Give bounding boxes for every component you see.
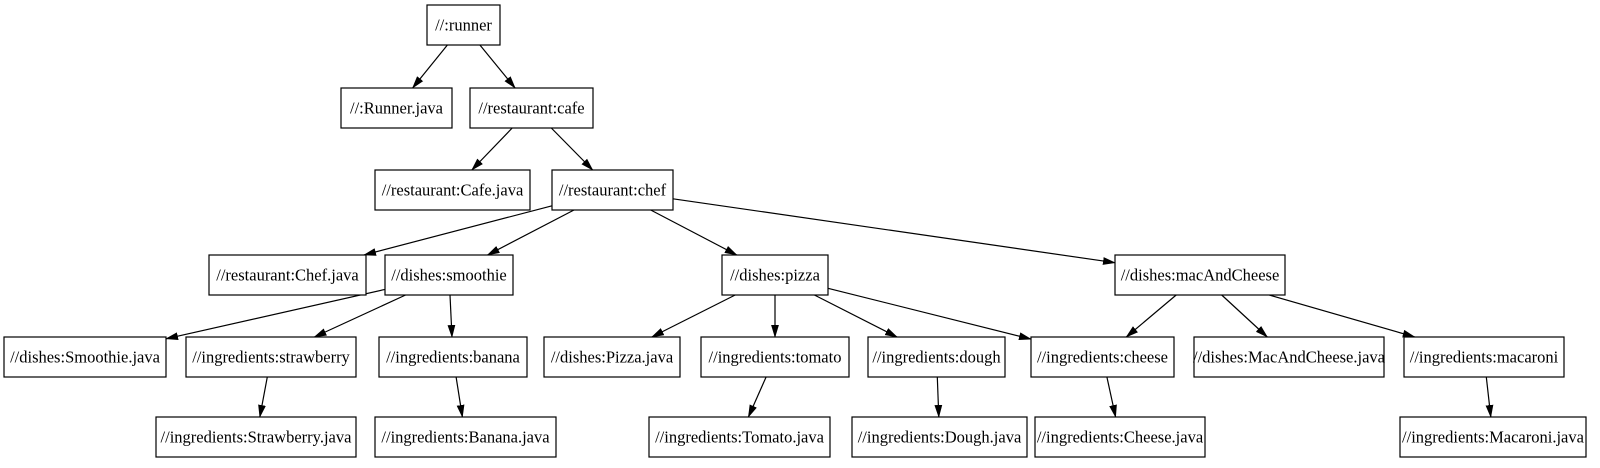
graph-node-tomato-java: //ingredients:Tomato.java: [648, 416, 831, 458]
graph-edge-smoothie-to-banana: [447, 294, 456, 338]
graph-node-label-chef: //restaurant:chef: [559, 181, 667, 200]
graph-node-box-cheese: [1030, 336, 1175, 378]
graph-node-label-cheese-java: //ingredients:Cheese.java: [1037, 428, 1204, 447]
graph-node-box-pizza-java: [543, 336, 681, 378]
graph-node-box-tomato: [700, 336, 850, 378]
graph-node-box-pizza: [721, 254, 829, 296]
graph-node-box-chef: [551, 169, 674, 211]
graph-node-label-smoothie-java: //dishes:Smoothie.java: [10, 348, 161, 367]
graph-node-label-smoothie: //dishes:smoothie: [391, 266, 507, 285]
graph-node-box-strawberry: [185, 336, 357, 378]
graph-edge-dough-to-dough-java: [934, 376, 943, 418]
graph-node-label-dough: //ingredients:dough: [872, 348, 1001, 367]
graph-node-box-cafe: [469, 87, 594, 129]
graph-node-label-cafe: //restaurant:cafe: [478, 99, 584, 118]
graph-node-runner: //:runner: [426, 4, 501, 46]
graph-edge-strawberry-to-strawberry-java: [258, 376, 268, 418]
graph-node-smoothie: //dishes:smoothie: [384, 254, 514, 296]
nodes-layer: //:runner //:Runner.java //restaurant:cafe…: [3, 4, 1587, 458]
graph-node-label-banana-java: //ingredients:Banana.java: [381, 428, 550, 447]
graph-node-box-mac-and-cheese-java: [1193, 336, 1385, 378]
graph-edge-banana-to-banana-java: [455, 376, 465, 418]
graph-node-cafe: //restaurant:cafe: [469, 87, 594, 129]
graph-node-box-strawberry-java: [155, 416, 357, 458]
graph-node-dough-java: //ingredients:Dough.java: [851, 416, 1028, 458]
graph-edge-smoothie-to-smoothie-java: [165, 288, 386, 340]
graph-node-label-cheese: //ingredients:cheese: [1037, 348, 1168, 367]
graph-node-box-cafe-java: [374, 169, 531, 211]
graph-edge-chef-to-chef-java: [363, 205, 553, 256]
graph-node-pizza-java: //dishes:Pizza.java: [543, 336, 681, 378]
graph-node-strawberry: //ingredients:strawberry: [185, 336, 357, 378]
graph-node-label-dough-java: //ingredients:Dough.java: [858, 428, 1022, 447]
graph-node-box-smoothie-java: [3, 336, 167, 378]
graph-node-label-cafe-java: //restaurant:Cafe.java: [382, 181, 524, 200]
graph-node-label-strawberry: //ingredients:strawberry: [192, 348, 350, 367]
graph-edge-mac-and-cheese-to-macaroni: [1269, 294, 1416, 338]
graph-node-box-cheese-java: [1034, 416, 1206, 458]
graph-node-mac-and-cheese-java: //dishes:MacAndCheese.java: [1193, 336, 1386, 378]
graph-node-label-tomato: //ingredients:tomato: [709, 348, 842, 367]
graph-edge-chef-to-smoothie: [486, 209, 575, 256]
graph-node-dough: //ingredients:dough: [867, 336, 1006, 378]
graph-node-box-runner-java: [340, 87, 453, 129]
graph-node-box-tomato-java: [648, 416, 831, 458]
graph-edge-pizza-to-dough: [814, 294, 898, 338]
graph-node-tomato: //ingredients:tomato: [700, 336, 850, 378]
graph-node-macaroni: //ingredients:macaroni: [1403, 336, 1565, 378]
graph-edge-smoothie-to-strawberry: [313, 294, 406, 338]
graph-node-banana-java: //ingredients:Banana.java: [374, 416, 557, 458]
graph-node-chef-java: //restaurant:Chef.java: [208, 254, 367, 296]
graph-node-pizza: //dishes:pizza: [721, 254, 829, 296]
graph-node-cafe-java: //restaurant:Cafe.java: [374, 169, 531, 211]
graph-node-runner-java: //:Runner.java: [340, 87, 453, 129]
graph-node-cheese-java: //ingredients:Cheese.java: [1034, 416, 1206, 458]
graph-edge-chef-to-pizza: [650, 209, 738, 256]
graph-node-box-chef-java: [208, 254, 367, 296]
edges-layer: [165, 44, 1494, 418]
graph-node-box-macaroni: [1403, 336, 1565, 378]
graph-edge-cafe-to-chef: [550, 127, 594, 171]
graph-node-label-macaroni-java: //ingredients:Macaroni.java: [1402, 428, 1585, 447]
graph-node-mac-and-cheese: //dishes:macAndCheese: [1114, 254, 1286, 296]
graph-node-strawberry-java: //ingredients:Strawberry.java: [155, 416, 357, 458]
graph-node-label-banana: //ingredients:banana: [386, 348, 520, 367]
graph-node-smoothie-java: //dishes:Smoothie.java: [3, 336, 167, 378]
graph-node-macaroni-java: //ingredients:Macaroni.java: [1399, 416, 1587, 458]
graph-edge-mac-and-cheese-to-cheese: [1125, 294, 1177, 338]
graph-node-box-dough-java: [851, 416, 1028, 458]
graph-node-label-chef-java: //restaurant:Chef.java: [216, 266, 359, 285]
graph-edge-macaroni-to-macaroni-java: [1485, 376, 1494, 418]
graph-node-box-dough: [867, 336, 1006, 378]
graph-node-box-smoothie: [384, 254, 514, 296]
graph-edge-tomato-to-tomato-java: [747, 376, 767, 418]
graph-node-banana: //ingredients:banana: [378, 336, 528, 378]
graph-node-box-mac-and-cheese: [1114, 254, 1286, 296]
graph-node-cheese: //ingredients:cheese: [1030, 336, 1175, 378]
graph-node-box-runner: [426, 4, 501, 46]
graph-node-label-runner-java: //:Runner.java: [350, 99, 444, 118]
graph-node-label-macaroni: //ingredients:macaroni: [1410, 348, 1559, 367]
graph-edge-cafe-to-cafe-java: [471, 127, 513, 171]
graph-edge-pizza-to-pizza-java: [650, 294, 736, 338]
graph-node-label-tomato-java: //ingredients:Tomato.java: [655, 428, 825, 447]
graph-edge-cheese-to-cheese-java: [1106, 376, 1117, 418]
graph-node-label-pizza-java: //dishes:Pizza.java: [551, 348, 674, 367]
graph-edge-runner-to-cafe: [479, 44, 516, 89]
graph-node-box-banana: [378, 336, 528, 378]
graph-node-label-strawberry-java: //ingredients:Strawberry.java: [161, 428, 353, 447]
graph-edge-chef-to-mac-and-cheese: [672, 198, 1116, 265]
graph-node-chef: //restaurant:chef: [551, 169, 674, 211]
graph-node-label-mac-and-cheese-java: //dishes:MacAndCheese.java: [1193, 348, 1386, 367]
graph-node-box-banana-java: [374, 416, 557, 458]
graph-node-label-pizza: //dishes:pizza: [730, 266, 820, 285]
graph-node-label-runner: //:runner: [435, 16, 492, 35]
graph-edge-pizza-to-cheese: [827, 287, 1032, 340]
graph-edge-mac-and-cheese-to-mac-and-cheese-java: [1221, 294, 1269, 338]
graph-edge-runner-to-runner-java: [411, 44, 448, 89]
graph-node-label-mac-and-cheese: //dishes:macAndCheese: [1121, 266, 1280, 285]
graph-node-box-macaroni-java: [1399, 416, 1587, 458]
